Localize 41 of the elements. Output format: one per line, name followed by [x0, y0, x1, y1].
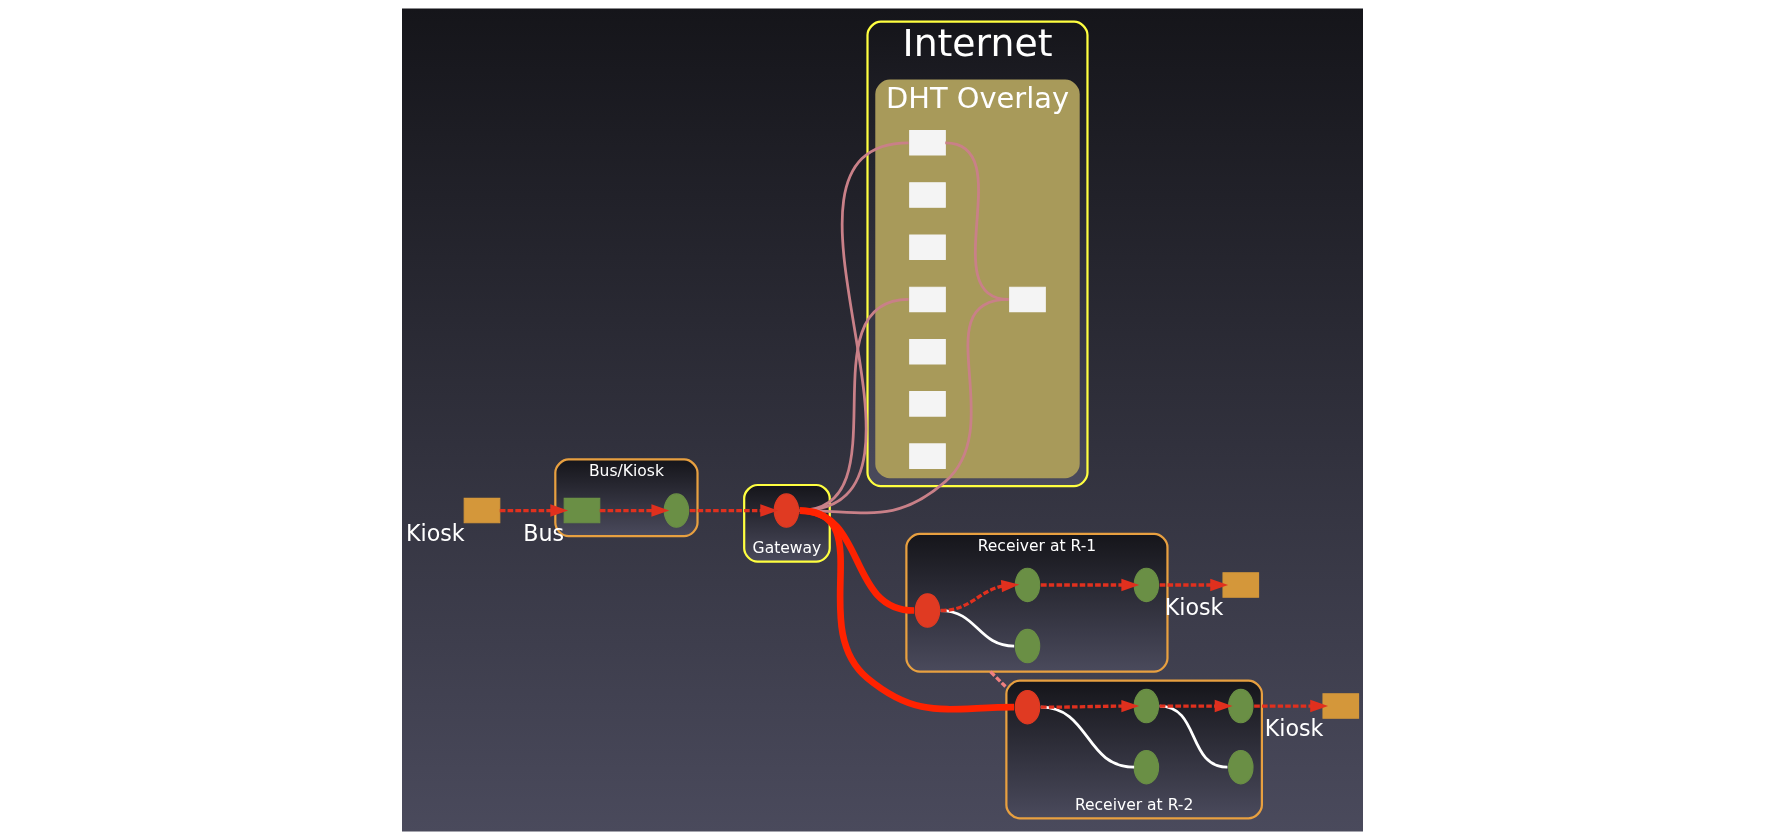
node-ellipse	[773, 493, 800, 528]
arrow	[499, 504, 569, 517]
node-box	[909, 130, 946, 156]
connector	[989, 670, 1008, 689]
node-ellipse	[1133, 688, 1160, 724]
node-ellipse	[1133, 749, 1160, 785]
arrow	[1040, 578, 1140, 592]
arrow	[1159, 578, 1229, 592]
node-box	[1009, 286, 1046, 313]
arrow	[599, 504, 670, 517]
connector	[1040, 705, 1135, 769]
node-box	[563, 497, 601, 524]
cluster: DHT Overlay	[875, 79, 1080, 479]
node-box	[909, 443, 946, 469]
arrow	[940, 579, 1020, 613]
node-label: Kiosk	[1264, 715, 1324, 742]
node-box	[1222, 572, 1260, 598]
connector	[1159, 704, 1228, 769]
cluster: Receiver at R-2	[1005, 679, 1263, 820]
node-ellipse	[1228, 749, 1254, 785]
arrow	[1040, 699, 1140, 713]
node-ellipse	[1014, 628, 1041, 664]
node-label: Kiosk	[405, 519, 465, 546]
node-box	[909, 234, 946, 260]
node-ellipse	[663, 493, 690, 528]
node-box	[463, 497, 501, 524]
node-ellipse	[1014, 689, 1041, 725]
arrow	[1159, 699, 1233, 713]
node-ellipse	[1133, 567, 1160, 603]
connector	[799, 507, 1015, 713]
cluster: Gateway	[743, 483, 831, 563]
node-box	[1322, 693, 1360, 719]
node-box	[909, 391, 946, 417]
node-ellipse	[1228, 688, 1254, 724]
node-box	[909, 286, 946, 313]
arrow	[1254, 699, 1329, 713]
node-ellipse	[1014, 567, 1041, 603]
node-box	[909, 182, 946, 208]
node-box	[909, 338, 946, 365]
arrow	[689, 504, 779, 517]
node-ellipse	[914, 593, 941, 628]
